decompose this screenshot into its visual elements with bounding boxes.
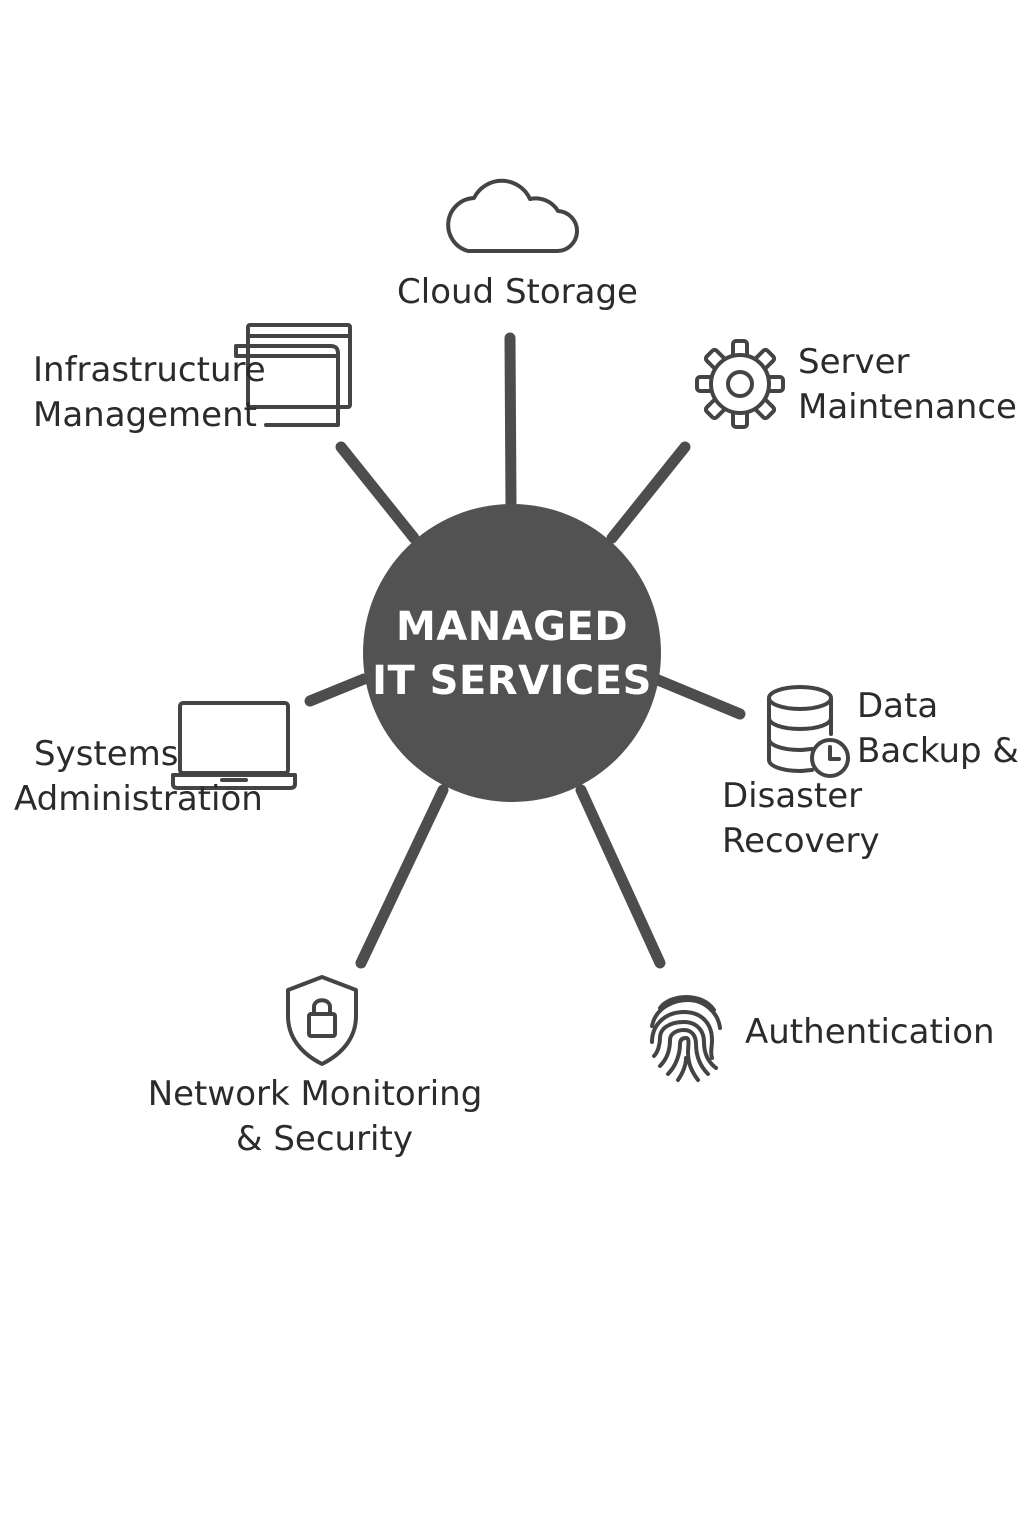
spoke-network-security <box>355 784 449 969</box>
spoke-authentication <box>575 784 666 969</box>
data-backup-label-line-1: Data <box>857 686 939 726</box>
spoke-server-maintenance <box>606 441 691 544</box>
systems-administration-label-line-2: Administration <box>14 779 263 819</box>
spoke-data-backup <box>652 674 746 720</box>
spoke-systems-administration <box>304 673 370 707</box>
data-backup-label-line-3: Disaster Recovery <box>722 776 880 861</box>
server-maintenance-label-line-1: Server <box>798 342 910 382</box>
gear-icon <box>695 339 785 429</box>
cloud-storage-label-text: Cloud Storage <box>397 272 638 312</box>
systems-administration-label-line-1: Systems <box>34 734 179 774</box>
laptop-icon <box>171 701 297 790</box>
hub-circle <box>363 504 661 802</box>
network-security-label-line-2: & Security <box>236 1119 413 1159</box>
stacked-windows-icon <box>234 323 352 427</box>
hub-label-line-2: IT SERVICES <box>372 658 652 704</box>
network-security-label-line-1: Network Monitoring <box>147 1074 483 1114</box>
infrastructure-management-label-line-1: Infrastructure <box>33 350 266 390</box>
infrastructure-management-label-line-2: Management <box>33 395 257 435</box>
authentication-label-text: Authentication <box>745 1012 995 1052</box>
network-security-label: Network Monitoring & Security <box>140 1072 490 1162</box>
spoke-cloud-storage <box>504 332 517 512</box>
fingerprint-icon <box>650 995 722 1082</box>
data-backup-label: Data Backup & Disaster Recovery <box>722 684 1022 864</box>
cloud-storage-label: Cloud Storage <box>390 270 645 315</box>
data-backup-label-line-2: Backup & <box>857 731 1019 771</box>
server-maintenance-label-line-2: Maintenance <box>798 387 1017 427</box>
database-clock-icon <box>767 685 850 778</box>
cloud-icon <box>446 178 580 254</box>
spoke-infrastructure-management <box>335 441 420 544</box>
server-maintenance-label: Server Maintenance <box>798 340 1018 430</box>
systems-administration-label: Systems Administration <box>14 732 274 822</box>
infrastructure-management-label: Infrastructure Management <box>33 348 283 438</box>
hub-label-line-1: MANAGED <box>395 604 629 650</box>
hub-label: MANAGED IT SERVICES <box>362 600 662 708</box>
authentication-label: Authentication <box>745 1010 1005 1055</box>
shield-lock-icon <box>286 975 358 1066</box>
